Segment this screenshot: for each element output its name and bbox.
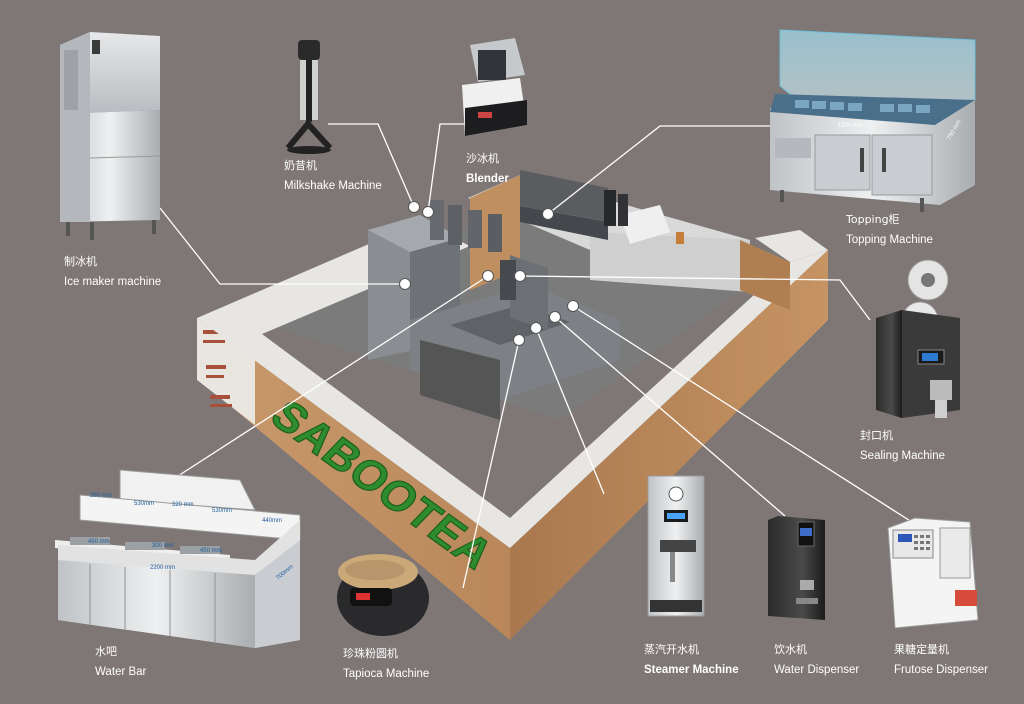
topping-machine-image: 1500 mm 790 mm	[770, 29, 976, 212]
label-steamer-en: Steamer Machine	[644, 664, 739, 676]
ice-maker-image	[60, 32, 161, 240]
leader-line-steamer	[535, 327, 605, 495]
bar-dim-2200: 2200 mm	[150, 565, 175, 571]
sealing-machine-image	[876, 259, 960, 418]
label-blender-en: Blender	[466, 173, 509, 185]
label-water-bar-cn: 水吧	[95, 645, 117, 658]
label-water-dispenser-cn: 饮水机	[774, 643, 807, 656]
label-tapioca-cn: 珍珠粉圆机	[343, 647, 398, 660]
label-sealing-cn: 封口机	[860, 429, 893, 442]
bar-dim-300: 300 mm	[152, 543, 174, 549]
bar-dim-440: 440mm	[262, 518, 282, 524]
bar-dim-450: 450 mm	[88, 539, 110, 545]
label-milkshake-en: Milkshake Machine	[284, 180, 382, 192]
label-milkshake: 奶昔机 Milkshake Machine	[284, 158, 382, 194]
tapioca-machine-image	[337, 554, 429, 636]
label-topping-cn: Topping柜	[846, 213, 900, 226]
leader-line-sealing	[519, 275, 871, 321]
leader-line-milkshake	[328, 123, 415, 208]
leader-line-tapioca	[462, 339, 520, 589]
leader-line-topping	[547, 125, 822, 215]
label-topping: Topping柜 Topping Machine	[846, 212, 933, 248]
blender-image	[462, 38, 527, 136]
label-water-bar-en: Water Bar	[95, 666, 147, 678]
label-sealing-en: Sealing Machine	[860, 450, 946, 462]
leader-line-water-dispenser	[554, 316, 786, 517]
label-ice-maker-cn: 制冰机	[64, 255, 97, 268]
water-bar-image: 380 mm 530mm 530mm 320 mm 440mm 450 mm 3…	[55, 469, 301, 648]
label-water-bar: 水吧 Water Bar	[95, 644, 146, 680]
bar-dim-450b: 450 mm	[200, 548, 222, 554]
leader-line-water-bar	[177, 275, 489, 477]
label-topping-en: Topping Machine	[846, 234, 933, 246]
label-ice-maker: 制冰机 Ice maker machine	[64, 254, 161, 290]
topping-dimension-width: 1500 mm	[838, 123, 863, 129]
water-dispenser-image	[768, 516, 825, 620]
label-tapioca-en: Tapioca Machine	[343, 668, 430, 680]
label-steamer-cn: 蒸汽开水机	[644, 643, 699, 656]
label-milkshake-cn: 奶昔机	[284, 159, 317, 172]
label-frutose: 果糖定量机 Frutose Dispenser	[894, 642, 988, 678]
label-sealing: 封口机 Sealing Machine	[860, 428, 945, 464]
label-blender: 沙冰机 Blender	[466, 151, 509, 187]
leader-line-frutose	[572, 305, 916, 525]
label-water-dispenser-en: Water Dispenser	[774, 664, 860, 676]
leader-line-blender	[427, 123, 466, 213]
label-frutose-en: Frutose Dispenser	[894, 664, 988, 676]
callout-dots	[399, 201, 579, 346]
label-blender-cn: 沙冰机	[466, 152, 499, 165]
label-frutose-cn: 果糖定量机	[894, 643, 949, 656]
label-water-dispenser: 饮水机 Water Dispenser	[774, 642, 859, 678]
frutose-dispenser-image	[887, 517, 979, 629]
label-steamer: 蒸汽开水机 Steamer Machine	[644, 642, 739, 678]
bar-dim-530b: 530mm	[212, 508, 232, 514]
steamer-machine-image	[647, 475, 705, 617]
bar-dim-320: 320 mm	[172, 502, 194, 508]
leader-lines	[159, 123, 916, 589]
bar-dim-530a: 530mm	[134, 501, 154, 507]
milkshake-machine-image	[285, 40, 333, 154]
label-tapioca: 珍珠粉圆机 Tapioca Machine	[343, 646, 429, 682]
label-ice-maker-en: Ice maker machine	[64, 276, 162, 288]
leader-line-ice-maker	[159, 207, 405, 285]
bar-dim-380: 380 mm	[90, 493, 112, 499]
